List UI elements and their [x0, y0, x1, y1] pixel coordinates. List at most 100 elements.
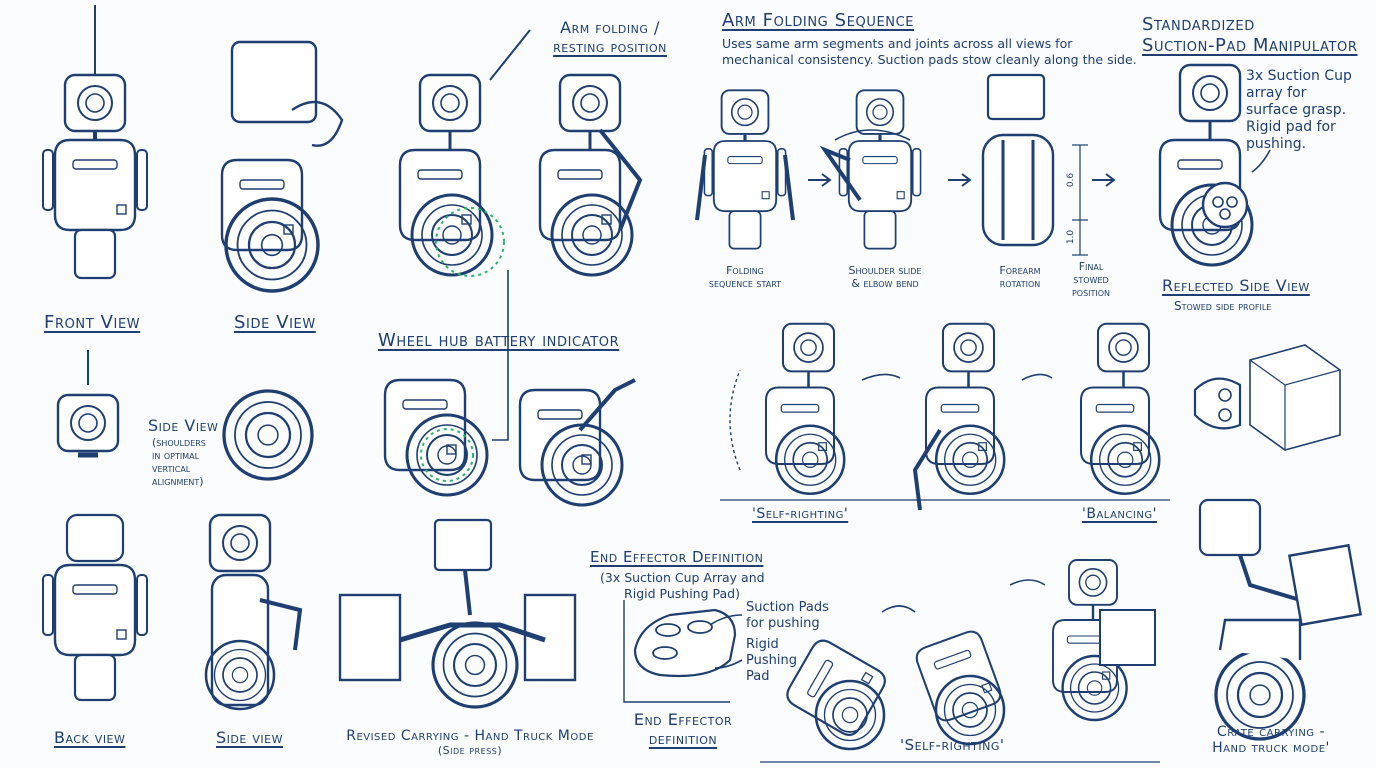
back-view-robot — [42, 513, 148, 702]
sequence-step-2 — [819, 90, 921, 248]
motion-arrow-1 — [861, 373, 901, 381]
balancing-label: 'Balancing' — [1082, 506, 1157, 522]
forearm-line-2: rotation — [999, 277, 1041, 290]
manipulator-note: 3x Suction Cup array for surface grasp. … — [1246, 68, 1352, 153]
manip-note-line-2: array for — [1246, 85, 1307, 101]
sv2-note-line-2: in optimal — [152, 449, 200, 462]
dimension-lines — [1072, 144, 1088, 256]
arm-folding-line-1: Arm folding / — [560, 18, 660, 37]
end-effector-title: End Effector Definition — [590, 548, 764, 566]
final-line-3: position — [1071, 286, 1111, 299]
self-righting-2-robot-1 — [781, 635, 891, 751]
manip-note-line-5: pushing. — [1246, 136, 1307, 152]
arm-folding-robot-2 — [540, 75, 643, 275]
rigid-line-3: Pad — [746, 669, 770, 684]
end-eff-caption-line-1: End Effector — [633, 710, 733, 729]
arm-folding-title: Arm folding / resting position — [550, 18, 670, 56]
self-righting-robot-1 — [729, 324, 844, 494]
self-righting-label-2: 'Self-righting' — [900, 736, 1005, 754]
sequence-title: Arm Folding Sequence — [722, 10, 915, 31]
wheel-hub-robot-2 — [518, 378, 636, 507]
wheel-hub-robot-1 — [383, 378, 489, 497]
manipulator-title-line-1: Standardized — [1142, 14, 1255, 35]
rigid-pad-note: Rigid Pushing Pad — [746, 637, 797, 685]
sv2-note-line-1: (shoulders — [152, 436, 206, 449]
dimension-label-1: 0.6 — [1066, 172, 1077, 188]
end-eff-caption-line-2: definition — [648, 729, 718, 748]
shoulder-caption: Shoulder slide & elbow bend — [830, 264, 940, 290]
dimension-label-2: 1.0 — [1066, 229, 1077, 245]
side-view-3-label: Side view — [216, 728, 284, 747]
suction-arrow — [709, 614, 743, 626]
end-eff-note-line-1: (3x Suction Cup Array and — [600, 570, 765, 585]
arm-folding-robot-1 — [400, 29, 531, 277]
side-view-robot — [220, 40, 344, 293]
sequence-step-3 — [981, 73, 1055, 247]
balancing-robot — [1081, 324, 1159, 494]
side-view-2-note: (shoulders in optimal vertical alignment… — [152, 436, 206, 488]
crate-carrying-robot — [1198, 498, 1363, 741]
side-view-2-label: Side View — [148, 416, 219, 435]
end-effector-frame — [623, 600, 730, 703]
crate-line-1: Crate carrying - — [1216, 724, 1326, 740]
suction-pads-line-1: Suction Pads — [746, 600, 829, 615]
revised-caption: Revised Carrying - Hand Truck Mode (Side… — [336, 728, 604, 757]
sequence-note-line-2: mechanical consistency. Suction pads sto… — [722, 52, 1137, 67]
seq-arrow-1 — [808, 173, 832, 187]
self-righting-robot-2 — [912, 324, 1004, 511]
crate-caption: Crate carrying - Hand truck mode' — [1196, 724, 1346, 756]
side-view-label: Side View — [234, 312, 316, 333]
manipulator-robot — [1160, 65, 1252, 265]
seq-start-line-2: sequence start — [708, 277, 782, 290]
reflected-title: Reflected Side View — [1162, 276, 1310, 295]
sequence-step-1 — [695, 90, 795, 248]
sv2-note-line-4: alignment) — [152, 475, 204, 488]
reflected-subtitle: Stowed side profile — [1174, 299, 1272, 313]
manipulator-title-line-2: Suction-Pad Manipulator — [1142, 35, 1358, 56]
suction-pad-cube — [1193, 344, 1341, 451]
manip-note-arrow — [1251, 149, 1271, 173]
revised-line-1: Revised Carrying - Hand Truck Mode — [346, 728, 594, 744]
self-righting-2-robot-2 — [912, 627, 1006, 746]
forearm-caption: Forearm rotation — [975, 264, 1065, 290]
forearm-line-1: Forearm — [999, 264, 1041, 277]
revised-line-2: (Side press) — [437, 744, 503, 757]
seq-start-line-1: Folding — [726, 264, 764, 277]
self-righting-2-robot-3 — [1053, 560, 1156, 720]
self-righting-label-1: 'Self-righting' — [752, 506, 849, 522]
shoulder-line-1: Shoulder slide — [848, 264, 922, 277]
sv2-note-line-3: vertical — [152, 462, 191, 475]
front-view-robot — [43, 5, 147, 278]
suction-pads-note: Suction Pads for pushing — [746, 600, 829, 632]
manip-note-line-4: Rigid pad for — [1246, 119, 1336, 135]
manip-note-line-1: 3x Suction Cup — [1246, 68, 1352, 84]
side-view-2-wheel — [222, 389, 314, 481]
shoulder-line-2: & elbow bend — [851, 277, 919, 290]
back-view-label: Back view — [54, 728, 126, 747]
end-effector-pad — [633, 608, 737, 678]
sequence-note-line-1: Uses same arm segments and joints across… — [722, 36, 1073, 51]
end-eff-note-line-2: Rigid Pushing Pad) — [624, 586, 740, 601]
manip-note-line-3: surface grasp. — [1246, 102, 1347, 118]
end-effector-caption: End Effector definition — [620, 710, 746, 748]
seq-arrow-3 — [1092, 173, 1116, 187]
final-line-2: stowed — [1073, 273, 1109, 286]
final-line-1: Final — [1078, 260, 1104, 273]
final-caption: Final stowed position — [1055, 260, 1127, 299]
seq-start-caption: Folding sequence start — [690, 264, 800, 290]
motion-arrow-2 — [1021, 373, 1053, 381]
end-effector-note: (3x Suction Cup Array and Rigid Pushing … — [600, 570, 765, 602]
seq-arrow-2 — [948, 173, 972, 187]
arm-folding-line-2: resting position — [553, 37, 667, 56]
crate-line-2: Hand truck mode' — [1212, 740, 1330, 756]
motion-arrow-4 — [1009, 579, 1046, 586]
indicator-leader-line — [492, 270, 509, 441]
suction-pads-line-2: for pushing — [746, 616, 820, 631]
rigid-line-1: Rigid — [746, 637, 779, 652]
side-view-2-head — [56, 350, 120, 458]
hand-truck-robot — [338, 518, 577, 709]
motion-arrow-3 — [881, 605, 916, 613]
manipulator-title: Standardized Suction-Pad Manipulator — [1142, 14, 1358, 56]
side-view-3-robot — [204, 513, 303, 711]
